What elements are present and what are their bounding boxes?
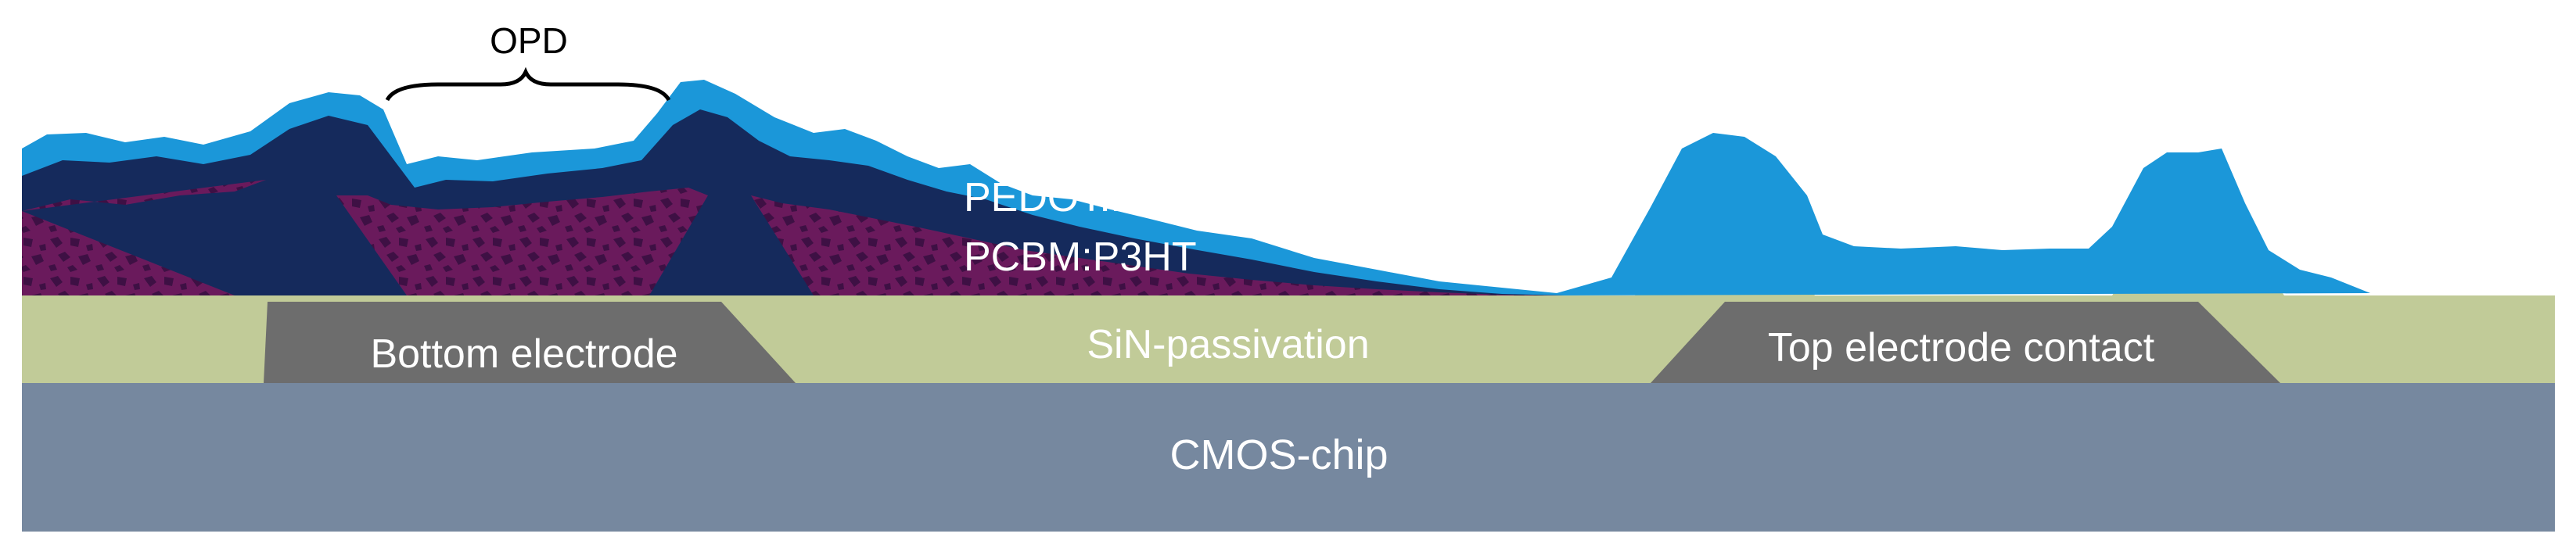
opd-brace	[385, 66, 671, 102]
top-electrode-contact	[1651, 302, 2280, 383]
top-electrode-contact-label: Top electrode contact	[1768, 325, 2155, 371]
cmos-chip-layer	[22, 381, 2555, 532]
pcbm-p3ht-layer	[22, 180, 1565, 295]
sin-passivation-label: SiN-passivation	[1087, 322, 1369, 367]
bottom-electrode	[264, 302, 796, 383]
bottom-electrode-label: Bottom electrode	[370, 331, 677, 377]
cmos-chip-label: CMOS-chip	[1169, 431, 1388, 478]
pcbm-p3ht-label: PCBM:P3HT	[964, 235, 1197, 280]
pedot-pss-label: PEDOT:PSS	[964, 175, 1192, 220]
opd-label: OPD	[490, 20, 568, 61]
